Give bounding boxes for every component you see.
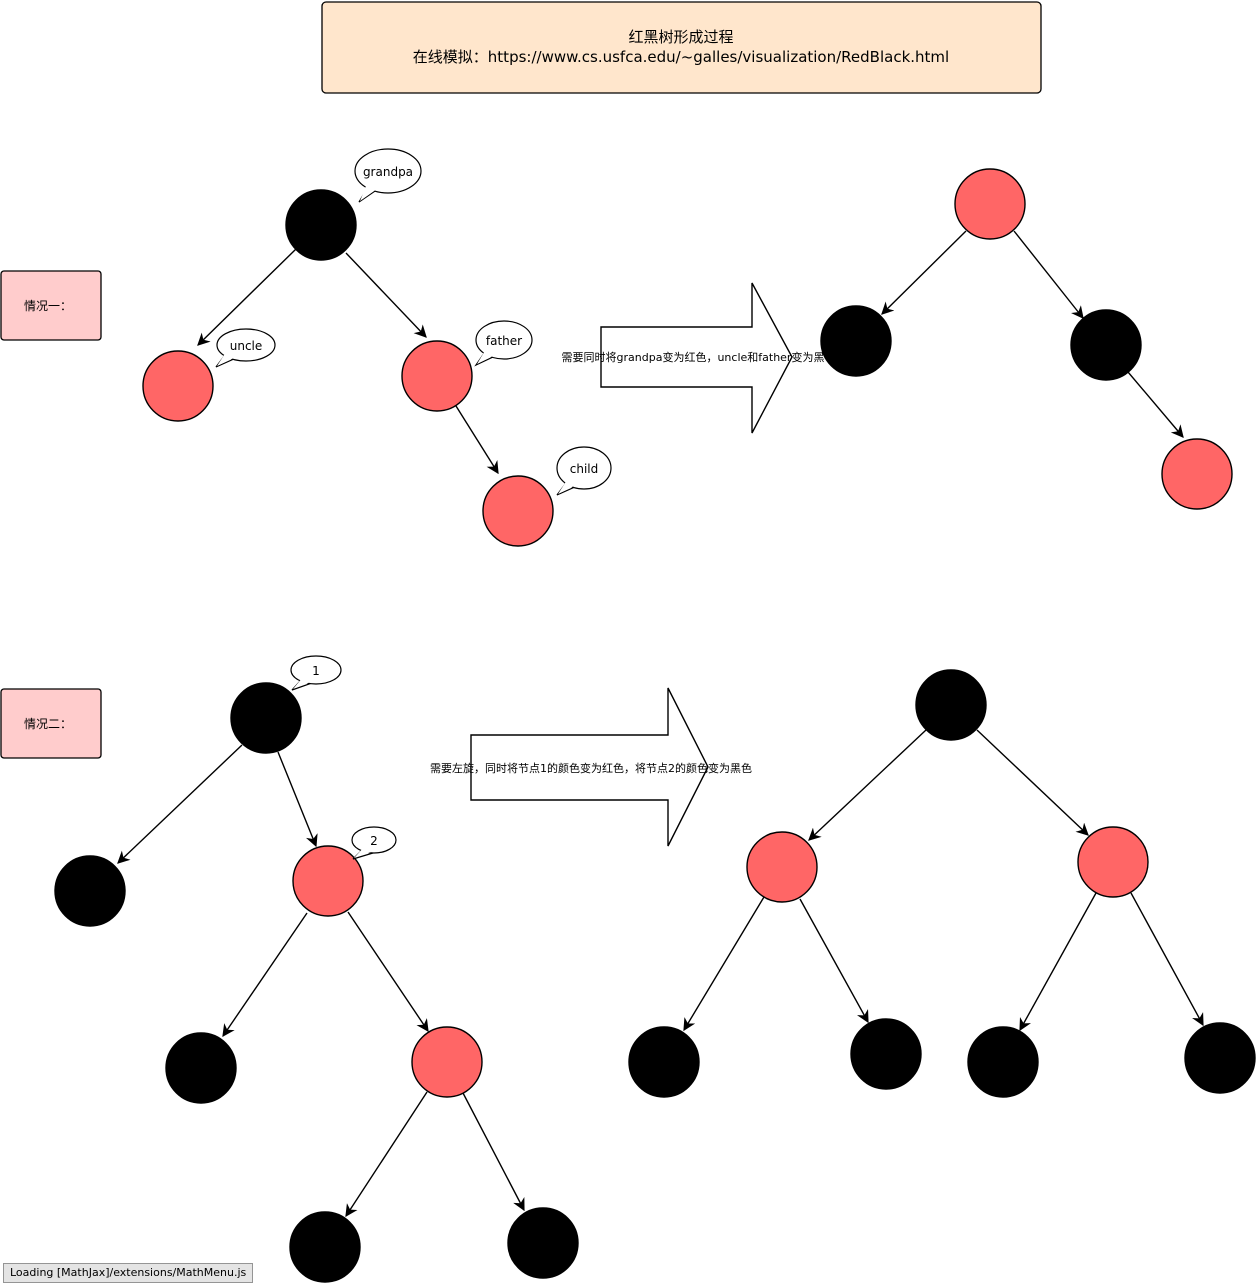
- title-text: 红黑树形成过程: [628, 28, 733, 46]
- case1-label: 情况一：: [24, 299, 72, 313]
- edge: [799, 898, 869, 1024]
- node-child-after: [1161, 438, 1233, 510]
- node-2: [292, 845, 364, 917]
- title-box: 红黑树形成过程 在线模拟：https://www.cs.usfca.edu/~g…: [321, 1, 1042, 94]
- edge: [197, 248, 297, 346]
- edge: [277, 751, 318, 848]
- node-grandchild-left: [289, 1211, 361, 1283]
- node-1-after: [746, 831, 818, 903]
- node-2-left-child: [165, 1032, 237, 1104]
- edge: [455, 405, 499, 475]
- node-grandpa: [285, 189, 357, 261]
- node-right-after: [1077, 826, 1149, 898]
- node-2-after: [915, 669, 987, 741]
- edge: [347, 911, 429, 1033]
- node-uncle: [142, 350, 214, 422]
- edge: [1019, 892, 1097, 1032]
- node-grandpa-after: [954, 168, 1026, 240]
- svg-text:father: father: [486, 334, 522, 348]
- edge: [345, 1091, 428, 1218]
- node-father: [401, 340, 473, 412]
- edge: [1130, 892, 1204, 1027]
- svg-text:uncle: uncle: [230, 339, 263, 353]
- case2-arrow-text: 需要左旋，同时将节点1的颜色变为红色，将节点2的颜色变为黑色: [430, 761, 752, 775]
- svg-text:2: 2: [370, 834, 378, 848]
- edge: [683, 896, 765, 1032]
- case2-label-box: 情况二：: [0, 688, 102, 759]
- case1-arrow-text: 需要同时将grandpa变为红色，uncle和father变为黑: [562, 350, 825, 364]
- case2-transform-arrow: 需要左旋，同时将节点1的颜色变为红色，将节点2的颜色变为黑色: [430, 687, 752, 847]
- node-uncle-after: [820, 305, 892, 377]
- leaf-after-1: [628, 1026, 700, 1098]
- edge: [222, 912, 308, 1038]
- callout-node-2: 2: [351, 826, 397, 860]
- case1-label-box: 情况一：: [0, 270, 102, 341]
- node-left-leaf: [54, 855, 126, 927]
- svg-text:grandpa: grandpa: [363, 165, 413, 179]
- case2-label: 情况二：: [24, 717, 72, 731]
- edge: [345, 252, 427, 338]
- callout-child: child: [556, 446, 612, 496]
- case1-transform-arrow: 需要同时将grandpa变为红色，uncle和father变为黑: [562, 282, 825, 434]
- node-father-after: [1070, 309, 1142, 381]
- leaf-after-4: [1184, 1022, 1256, 1094]
- edge: [881, 230, 967, 315]
- callout-uncle: uncle: [215, 328, 276, 368]
- edge: [1127, 371, 1184, 438]
- case2-after-edges: [683, 729, 1204, 1032]
- edge: [808, 729, 927, 841]
- edge: [462, 1092, 525, 1212]
- svg-text:child: child: [570, 462, 599, 476]
- case1-after-edges: [881, 230, 1184, 438]
- edge: [1013, 230, 1084, 319]
- callout-father: father: [474, 320, 533, 367]
- node-1: [230, 682, 302, 754]
- node-2-right-child: [411, 1026, 483, 1098]
- edge: [976, 729, 1089, 836]
- case2-before-edges: [117, 744, 525, 1218]
- status-bar: Loading [MathJax]/extensions/MathMenu.js: [3, 1263, 254, 1283]
- edge: [117, 744, 243, 864]
- subtitle-text: 在线模拟：https://www.cs.usfca.edu/~galles/vi…: [413, 48, 949, 66]
- node-grandchild-right: [507, 1207, 579, 1279]
- callout-grandpa: grandpa: [354, 148, 422, 203]
- callout-node-1: 1: [290, 655, 342, 691]
- leaf-after-3: [967, 1026, 1039, 1098]
- node-child: [482, 475, 554, 547]
- svg-text:1: 1: [312, 664, 320, 678]
- leaf-after-2: [850, 1018, 922, 1090]
- case1-before-edges: [197, 248, 499, 475]
